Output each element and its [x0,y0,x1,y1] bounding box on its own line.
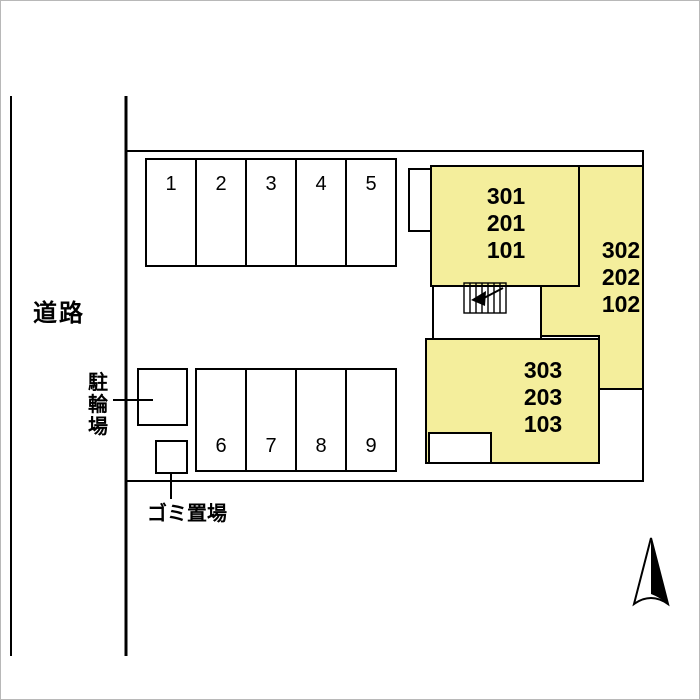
unit-number: 302 [601,237,641,263]
unit-number: 102 [601,291,641,317]
garbage-area-label: ゴミ置場 [147,503,227,525]
parking-stall-number-9: 9 [365,435,377,457]
unit-number: 201 [486,210,526,236]
unit-stack-north: 301 201 101 [464,183,548,264]
parking-stall-number-7: 7 [265,435,277,457]
unit-number: 101 [486,237,526,263]
unit-stack-east: 302 202 102 [579,237,663,318]
parking-stall-number-5: 5 [365,173,377,195]
stairs-direction-arrow-icon [471,287,504,306]
parking-stall-number-8: 8 [315,435,327,457]
garbage-area-rect [155,440,188,474]
compass-north-icon [632,537,670,607]
parking-area-top [145,158,397,267]
unit-number: 103 [523,411,563,437]
bicycle-parking-label: 駐輪場 [88,372,108,438]
building-porch-south [428,432,492,464]
unit-number: 203 [523,384,563,410]
building-block-north [430,165,580,287]
unit-stack-south: 303 203 103 [501,357,585,438]
bicycle-parking-rect [137,368,188,426]
parking-stall-number-1: 1 [165,173,177,195]
parking-stall-number-3: 3 [265,173,277,195]
road-label: 道路 [33,300,85,327]
unit-number: 202 [601,264,641,290]
unit-number: 303 [523,357,563,383]
unit-number: 301 [486,183,526,209]
parking-stall-number-6: 6 [215,435,227,457]
building-block-east [540,165,644,390]
parking-stall-number-4: 4 [315,173,327,195]
parking-stall-number-2: 2 [215,173,227,195]
building-entrance-porch [408,168,434,232]
